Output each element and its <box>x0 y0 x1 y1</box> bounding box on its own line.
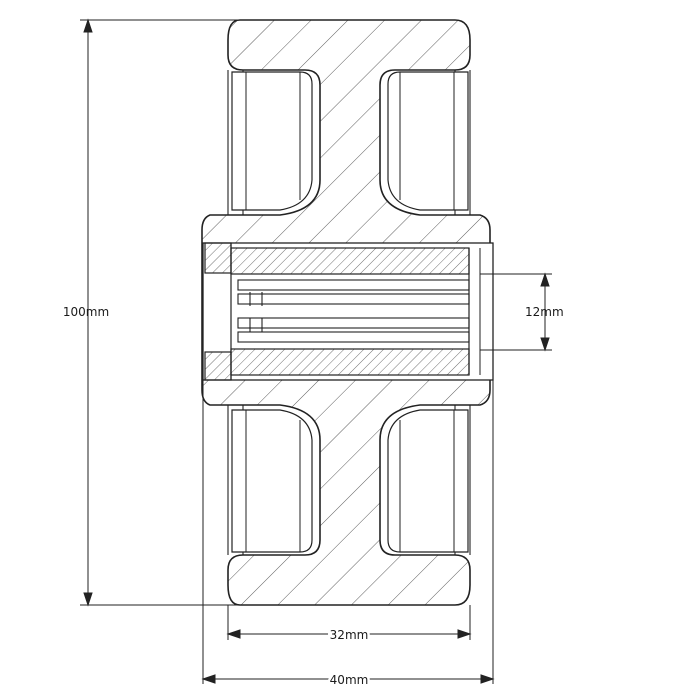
dimension-overall-diameter <box>80 18 240 607</box>
dimension-tread-width <box>226 605 472 640</box>
retaining-ring-top <box>204 242 232 274</box>
recess-areas <box>231 71 469 553</box>
hub-width-label: 40mm <box>330 673 369 687</box>
bearing-race-top <box>230 247 470 275</box>
retaining-ring-bottom <box>204 351 232 381</box>
overall-diameter-label: 100mm <box>63 305 109 319</box>
hub-bore <box>202 242 494 381</box>
tread-width-label: 32mm <box>330 628 369 642</box>
dimension-bore-diameter <box>480 272 552 352</box>
roller-cage-marks <box>249 292 263 332</box>
bore-diameter-label: 12mm <box>525 305 564 319</box>
bearing-race-bottom <box>230 348 470 376</box>
dimension-hub-width <box>201 380 495 684</box>
recess-inner-lines <box>245 72 455 552</box>
